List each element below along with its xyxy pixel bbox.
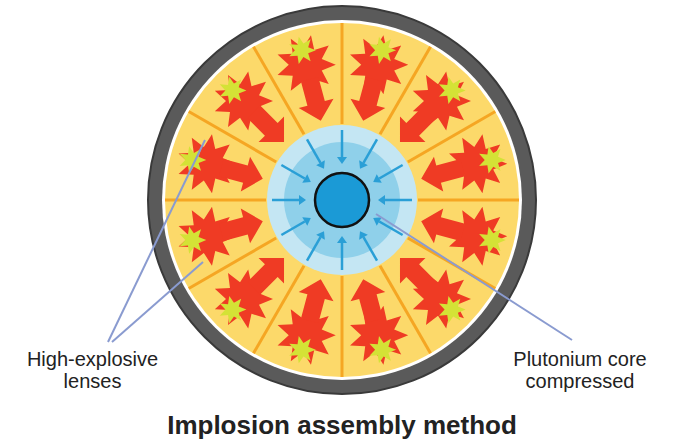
compression-arrow [272,199,299,202]
shock-arrow [421,157,465,192]
compression-arrowhead [316,231,325,240]
compression-arrow [385,199,412,202]
compression-arrowhead [359,160,368,169]
casing [148,6,536,394]
tamper-outer [267,125,417,275]
compression-arrow [341,243,344,270]
detonation-flash [180,226,207,253]
lens-divider [418,199,519,202]
compression-arrowhead [373,174,382,183]
leader-line [112,262,203,342]
detonation-flash [180,146,207,173]
detonation-flash [370,37,397,64]
compression-arrowhead [359,231,368,240]
callout-label: High-explosive lenses [5,348,180,392]
compression-arrowhead [373,217,382,226]
compression-arrowhead [299,195,306,205]
shock-arrow [219,208,263,243]
detonation-flash [479,146,506,173]
device-drawing [148,6,536,394]
detonation-flash [289,336,316,363]
shock-arrow [350,279,385,323]
compression-arrow [341,130,344,157]
shock-arrow [421,208,465,243]
compression-arrowhead [337,157,347,164]
detonation-flash [220,296,247,323]
detonation-flash [439,296,466,323]
compression-arrowhead [316,160,325,169]
casing-gap [162,20,522,380]
shock-arrow [247,258,284,295]
compression-arrow [307,139,321,162]
shock-arrow [400,105,437,142]
diagram-title: Implosion assembly method [167,410,517,441]
explosive-layer [165,23,519,377]
lens-divider [165,199,266,202]
compression-arrowhead [337,236,347,243]
callout-label: Plutonium core compressed [490,348,670,392]
compression-arrow [379,165,402,179]
plutonium-core [315,173,369,227]
compression-arrow [364,237,378,260]
shock-arrow [247,105,284,142]
lens-divider [341,276,344,377]
detonation-flash [439,77,466,104]
compression-arrow [307,237,321,260]
compression-arrowhead [302,217,311,226]
compression-arrowhead [302,174,311,183]
compression-arrow [281,222,304,236]
shock-arrow [400,258,437,295]
detonation-flash [289,37,316,64]
tamper-inner [284,142,400,258]
compression-arrow [364,139,378,162]
detonation-flash [479,226,506,253]
leader-line [376,214,572,340]
shock-arrow [219,157,263,192]
compression-arrowhead [378,195,385,205]
shock-arrow [299,279,334,323]
compression-arrow [281,165,304,179]
detonation-flash [370,336,397,363]
shock-arrow [350,77,385,121]
leader-line [108,140,205,342]
lens-divider [341,23,344,124]
detonation-flash [220,77,247,104]
shock-arrow [299,77,334,121]
